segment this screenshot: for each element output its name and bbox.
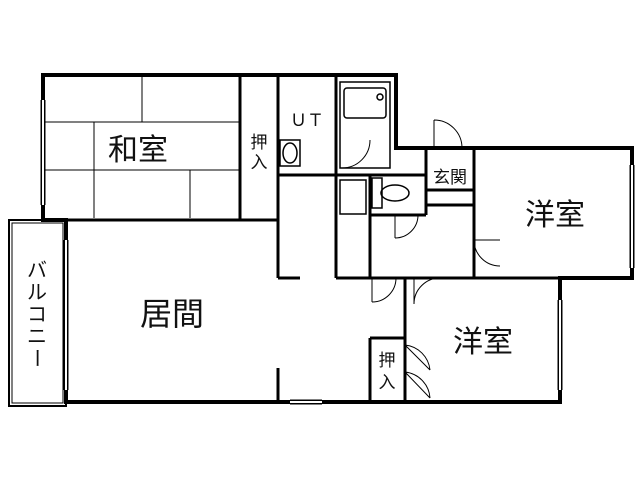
room-label-washitsu: 和室	[108, 133, 168, 168]
room-label-yoshitsu-right: 洋室	[525, 198, 585, 233]
room-label-oshiire-bottom-1: 押	[379, 351, 396, 371]
room-label-kyoma: 居間	[140, 295, 204, 333]
kitchen-counter-icon	[339, 179, 367, 215]
room-label-genkan: 玄関	[433, 168, 467, 188]
room-label-ut: ＵＴ	[290, 111, 324, 131]
tatami-pattern	[45, 77, 240, 218]
interior-walls	[43, 75, 560, 402]
toilet-icon	[371, 177, 410, 209]
room-label-oshiire-bottom-2: 入	[379, 373, 396, 393]
room-label-balcony-2: ル	[27, 280, 47, 304]
doors	[341, 119, 501, 399]
bathtub-icon	[339, 81, 391, 169]
room-label-yoshitsu-bottom: 洋室	[453, 325, 513, 360]
room-label-balcony-3: コ	[27, 302, 47, 326]
room-label-balcony-1: バ	[27, 258, 47, 282]
room-label-oshiire-top-1: 押	[251, 133, 268, 153]
room-label-oshiire-top-2: 入	[251, 153, 268, 173]
windows	[42, 100, 633, 403]
room-label-balcony-4: ニ	[27, 324, 47, 348]
washbasin-icon	[279, 139, 301, 167]
room-label-balcony-5: ー	[25, 348, 49, 368]
